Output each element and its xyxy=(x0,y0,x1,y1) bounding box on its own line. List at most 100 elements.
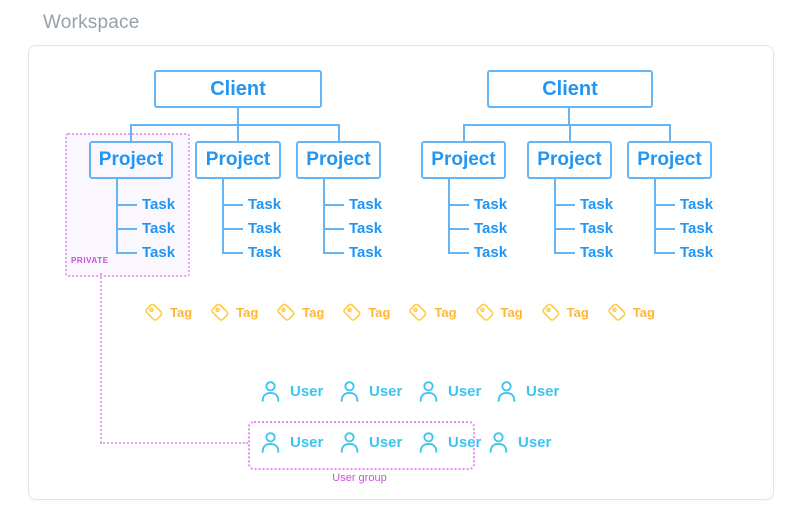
user-label: User xyxy=(518,433,552,451)
task-stub-line xyxy=(554,252,575,254)
task-stub-line xyxy=(448,252,469,254)
tag-icon-svg xyxy=(409,303,427,321)
tag-icon-svg xyxy=(277,303,295,321)
task-stub-line xyxy=(654,252,675,254)
user-icon-svg xyxy=(340,380,359,402)
tag-icon-svg xyxy=(211,303,229,321)
user-icon-svg xyxy=(497,380,516,402)
user-icon-svg xyxy=(261,431,280,453)
task-stub-line xyxy=(222,228,243,230)
task-stub-line xyxy=(323,204,344,206)
user-group-box xyxy=(248,421,475,470)
private-to-group-connector-vertical xyxy=(100,273,102,443)
task-label: Task xyxy=(680,244,714,261)
task-label: Task xyxy=(680,220,714,237)
private-to-group-connector-horizontal xyxy=(100,442,248,444)
tag-icon xyxy=(605,301,628,324)
user-label: User xyxy=(369,382,403,400)
task-stub-line xyxy=(448,228,469,230)
connector-line xyxy=(568,107,570,126)
user-icon xyxy=(416,430,441,455)
project-box: Project xyxy=(421,141,506,179)
user-item: User xyxy=(258,429,323,455)
tag-item: Tag xyxy=(473,301,523,324)
tag-icon xyxy=(539,301,562,324)
tag-icon xyxy=(274,301,297,324)
task-label: Task xyxy=(248,196,282,213)
user-item: User xyxy=(258,378,323,404)
task-label: Task xyxy=(349,220,383,237)
task-stub-line xyxy=(654,204,675,206)
task-label: Task xyxy=(142,244,176,261)
task-stub-line xyxy=(222,204,243,206)
project-box: Project xyxy=(89,141,173,179)
task-tree-line xyxy=(323,179,325,254)
user-icon-svg xyxy=(261,380,280,402)
user-icon-svg xyxy=(340,431,359,453)
task-stub-line xyxy=(323,252,344,254)
tag-label: Tag xyxy=(368,304,391,320)
tag-label: Tag xyxy=(632,304,655,320)
task-label: Task xyxy=(349,244,383,261)
tag-label: Tag xyxy=(236,304,259,320)
connector-line xyxy=(668,124,671,142)
task-label: Task xyxy=(248,244,282,261)
task-label: Task xyxy=(680,196,714,213)
user-icon-svg xyxy=(419,431,438,453)
connector-line xyxy=(130,124,132,142)
task-stub-line xyxy=(116,204,137,206)
tag-item: Tag xyxy=(406,301,457,324)
tag-icon-svg xyxy=(475,303,493,321)
task-label: Task xyxy=(142,220,176,237)
tag-label: Tag xyxy=(170,304,193,320)
task-stub-line xyxy=(222,252,243,254)
user-icon xyxy=(494,379,519,404)
tag-icon-svg xyxy=(343,303,361,321)
tag-item: Tag xyxy=(605,301,655,324)
private-label: PRIVATE xyxy=(71,256,109,265)
connector-line xyxy=(462,124,671,126)
tag-icon xyxy=(340,301,363,324)
tag-item: Tag xyxy=(208,301,258,324)
user-icon xyxy=(258,430,283,455)
task-tree-line xyxy=(654,179,656,254)
task-label: Task xyxy=(248,220,282,237)
client-box: Client xyxy=(154,70,322,108)
tag-item: Tag xyxy=(274,301,324,324)
tag-item: Tag xyxy=(539,301,589,324)
connector-line xyxy=(568,124,571,142)
user-icon xyxy=(337,379,362,404)
user-item: User xyxy=(416,378,481,404)
connector-line xyxy=(462,124,465,142)
tag-icon xyxy=(473,301,496,324)
connector-line xyxy=(337,124,340,142)
task-label: Task xyxy=(474,244,508,261)
connector-line xyxy=(237,107,239,126)
project-box: Project xyxy=(527,141,612,179)
user-item: User xyxy=(337,378,402,404)
task-stub-line xyxy=(323,228,344,230)
user-item: User xyxy=(494,378,559,404)
task-stub-line xyxy=(448,204,469,206)
tag-label: Tag xyxy=(434,304,457,320)
task-tree-line xyxy=(222,179,224,254)
task-tree-line xyxy=(116,179,118,254)
user-group-label: User group xyxy=(332,472,387,484)
tag-label: Tag xyxy=(500,304,523,320)
user-label: User xyxy=(448,382,482,400)
user-label: User xyxy=(526,382,560,400)
client-box: Client xyxy=(487,70,653,108)
user-icon-svg xyxy=(489,431,508,453)
user-icon-svg xyxy=(419,380,438,402)
task-stub-line xyxy=(116,228,137,230)
user-item: User xyxy=(486,429,551,455)
tag-icon-svg xyxy=(608,303,626,321)
task-label: Task xyxy=(474,196,508,213)
project-box: Project xyxy=(627,141,712,179)
task-label: Task xyxy=(142,196,176,213)
user-label: User xyxy=(369,433,403,451)
user-item: User xyxy=(337,429,402,455)
task-stub-line xyxy=(654,228,675,230)
tag-item: Tag xyxy=(142,301,192,324)
